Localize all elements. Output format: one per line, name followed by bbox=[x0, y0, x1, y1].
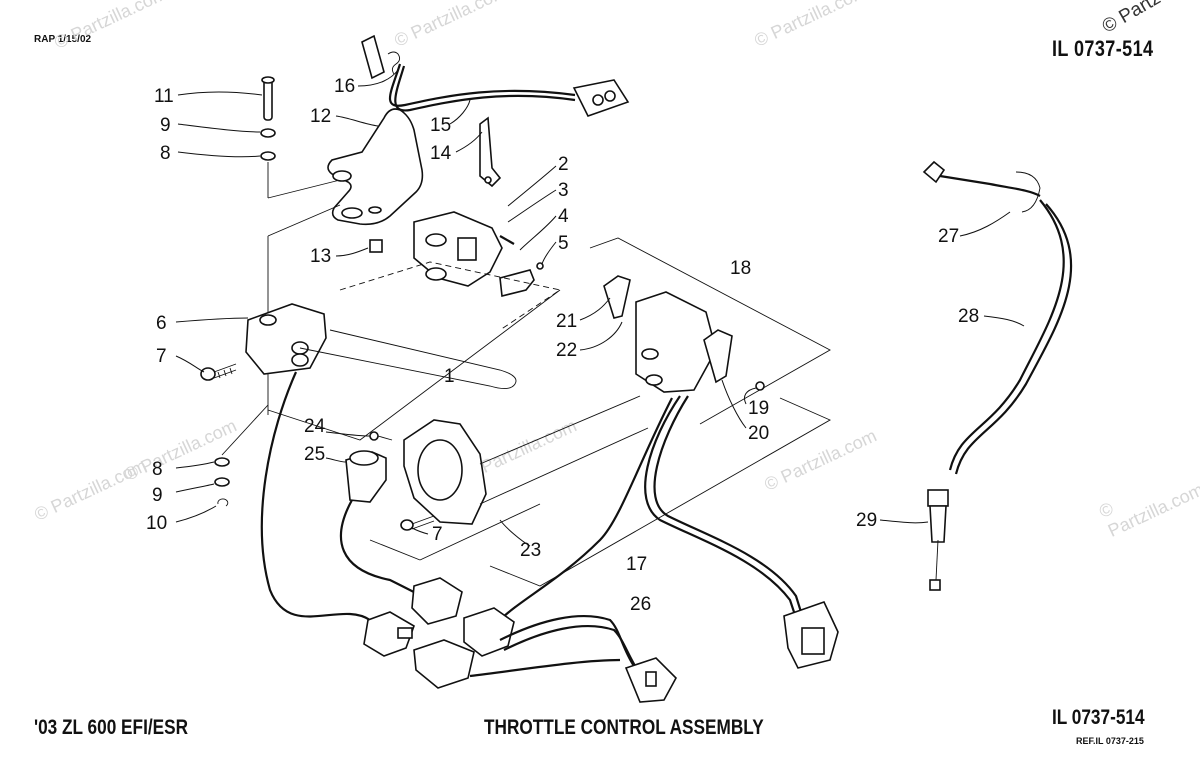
part-29-cable-adjuster[interactable] bbox=[927, 489, 949, 591]
housing-wire-b bbox=[653, 395, 808, 629]
callout-26: 26 bbox=[630, 594, 651, 615]
callout-11: 11 bbox=[154, 86, 174, 107]
callout-6: 6 bbox=[156, 313, 167, 334]
callout-28: 28 bbox=[958, 306, 979, 327]
parts-layer bbox=[200, 34, 1073, 703]
callout-24: 24 bbox=[304, 416, 326, 437]
part-23-throttle-cover[interactable] bbox=[403, 419, 487, 525]
callout-18: 18 bbox=[730, 258, 751, 279]
part-9-lock-washer[interactable] bbox=[260, 128, 276, 138]
part-8-washer[interactable] bbox=[260, 151, 276, 161]
callout-9: 9 bbox=[160, 115, 171, 136]
callout-2: 2 bbox=[558, 154, 569, 175]
connector-main[interactable] bbox=[783, 601, 839, 669]
part-21-lever[interactable] bbox=[603, 275, 631, 319]
part-26-harness[interactable] bbox=[469, 614, 677, 703]
callout-14: 14 bbox=[430, 143, 452, 164]
callout-25: 25 bbox=[304, 444, 325, 465]
callout-13: 13 bbox=[310, 246, 331, 267]
callout-9-lower: 9 bbox=[152, 485, 163, 506]
part-8-washer-lower[interactable] bbox=[214, 457, 230, 467]
part-12-brake-bracket[interactable] bbox=[327, 108, 424, 226]
callout-20: 20 bbox=[748, 423, 769, 444]
callout-8-lower: 8 bbox=[152, 459, 163, 480]
part-9-lock-washer-lower[interactable] bbox=[214, 477, 230, 487]
part-11-pin[interactable] bbox=[261, 76, 275, 121]
callout-7: 7 bbox=[156, 346, 167, 367]
illustration-id-top: IL 0737-514 bbox=[1052, 36, 1154, 61]
part-15-switch-lead[interactable] bbox=[388, 63, 630, 117]
callout-21: 21 bbox=[556, 311, 577, 332]
part-20-lever[interactable] bbox=[703, 329, 733, 384]
callout-labels: 11 9 8 16 12 15 14 2 3 4 5 13 18 6 7 1 2… bbox=[146, 76, 979, 615]
throttle-block-wire bbox=[260, 371, 371, 621]
callout-29: 29 bbox=[856, 510, 877, 531]
callout-10: 10 bbox=[146, 513, 167, 534]
part-4-plate[interactable] bbox=[499, 269, 535, 297]
housing-wire-a bbox=[644, 395, 802, 631]
part-7-screw-lower[interactable] bbox=[400, 515, 435, 531]
date-code: RAP 1/15/02 bbox=[34, 34, 92, 45]
diagram-title: THROTTLE CONTROL ASSEMBLY bbox=[484, 716, 764, 739]
callout-7-lower: 7 bbox=[432, 524, 443, 545]
part-27-cable-end[interactable] bbox=[922, 160, 1041, 213]
part-7-screw[interactable] bbox=[200, 363, 237, 381]
part-6-throttle-block[interactable] bbox=[245, 303, 327, 375]
leader-lines bbox=[175, 69, 1025, 547]
callout-8: 8 bbox=[160, 143, 171, 164]
part-13-spacer[interactable] bbox=[369, 239, 383, 253]
connector-c[interactable] bbox=[413, 639, 475, 689]
part-18-control-housing[interactable] bbox=[635, 291, 717, 393]
group-18-outline bbox=[589, 237, 831, 425]
callout-3: 3 bbox=[558, 180, 569, 201]
part-5-screw[interactable] bbox=[536, 262, 544, 270]
callout-12: 12 bbox=[310, 106, 331, 127]
part-10-clip[interactable] bbox=[217, 498, 229, 507]
reference-id: REF.IL 0737-215 bbox=[1076, 736, 1144, 746]
callout-4: 4 bbox=[558, 206, 569, 227]
illustration-id-bottom: IL 0737-514 bbox=[1052, 706, 1145, 729]
callout-17: 17 bbox=[626, 554, 647, 575]
part-14-switch-tab[interactable] bbox=[479, 116, 502, 188]
connector bbox=[572, 79, 630, 117]
part-19-screw[interactable] bbox=[755, 381, 765, 391]
part-16-boot[interactable] bbox=[361, 34, 401, 80]
connector-a[interactable] bbox=[363, 611, 415, 657]
part-28-throttle-cable[interactable] bbox=[948, 199, 1073, 475]
part-25-switch[interactable] bbox=[345, 450, 387, 503]
callout-5: 5 bbox=[558, 233, 569, 254]
group-17-outline bbox=[489, 397, 831, 587]
callout-1: 1 bbox=[444, 366, 455, 387]
callout-23: 23 bbox=[520, 540, 541, 561]
part-3-spring[interactable] bbox=[499, 235, 515, 245]
part-2-throttle-housing[interactable] bbox=[413, 211, 503, 287]
callout-27: 27 bbox=[938, 226, 959, 247]
connector-b[interactable] bbox=[411, 577, 463, 625]
callout-22: 22 bbox=[556, 340, 577, 361]
callout-19: 19 bbox=[748, 398, 769, 419]
model-name: '03 ZL 600 EFI/ESR bbox=[34, 716, 189, 739]
connector-d[interactable] bbox=[463, 607, 515, 657]
part-24-screw[interactable] bbox=[369, 431, 393, 441]
callout-16: 16 bbox=[334, 76, 355, 97]
callout-15: 15 bbox=[430, 115, 451, 136]
housing-wire-c bbox=[499, 397, 673, 621]
